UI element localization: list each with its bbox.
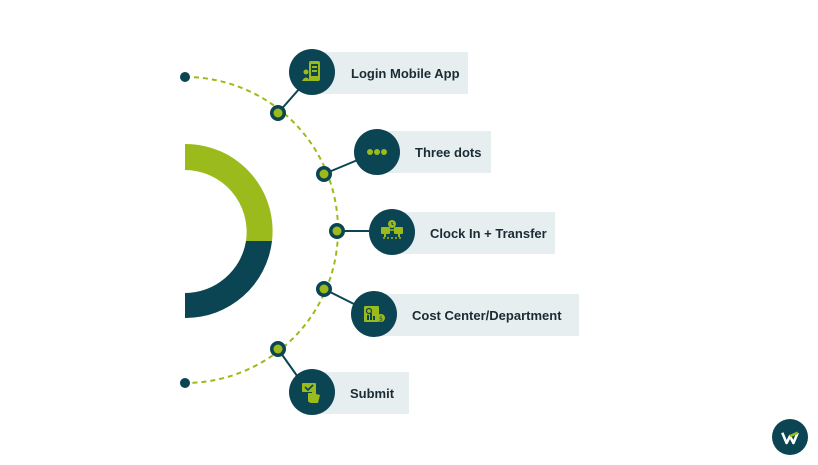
brand-logo-icon [772, 419, 808, 455]
step-label: Clock In + Transfer [430, 225, 547, 241]
step-label: Login Mobile App [351, 65, 460, 81]
arc-node-4 [316, 281, 332, 297]
clock-transfer-icon [369, 209, 415, 255]
dashed-arc [184, 76, 339, 384]
ring-segment-teal [185, 241, 272, 319]
step-label-box: Three dots [377, 131, 491, 173]
arc-node-2 [316, 166, 332, 182]
three-dots-icon [354, 129, 400, 175]
arc-node-5 [270, 341, 286, 357]
svg-text:$: $ [379, 316, 383, 323]
submit-hand-icon [289, 369, 335, 415]
step-label-box: Login Mobile App [313, 52, 468, 94]
ring-segment-green [185, 143, 273, 241]
step-label: Submit [350, 385, 395, 401]
cost-center-icon: $ [351, 291, 397, 337]
step-label-box: Cost Center/Department [374, 294, 579, 336]
arc-end-dot-bottom [180, 378, 190, 388]
step-label: Cost Center/Department [412, 307, 562, 323]
arc-node-3 [329, 223, 345, 239]
mobile-login-icon [289, 49, 335, 95]
arc-node-1 [270, 105, 286, 121]
arc-end-dot-top [180, 72, 190, 82]
step-label: Three dots [415, 144, 482, 160]
step-label-box: Clock In + Transfer [392, 212, 555, 254]
